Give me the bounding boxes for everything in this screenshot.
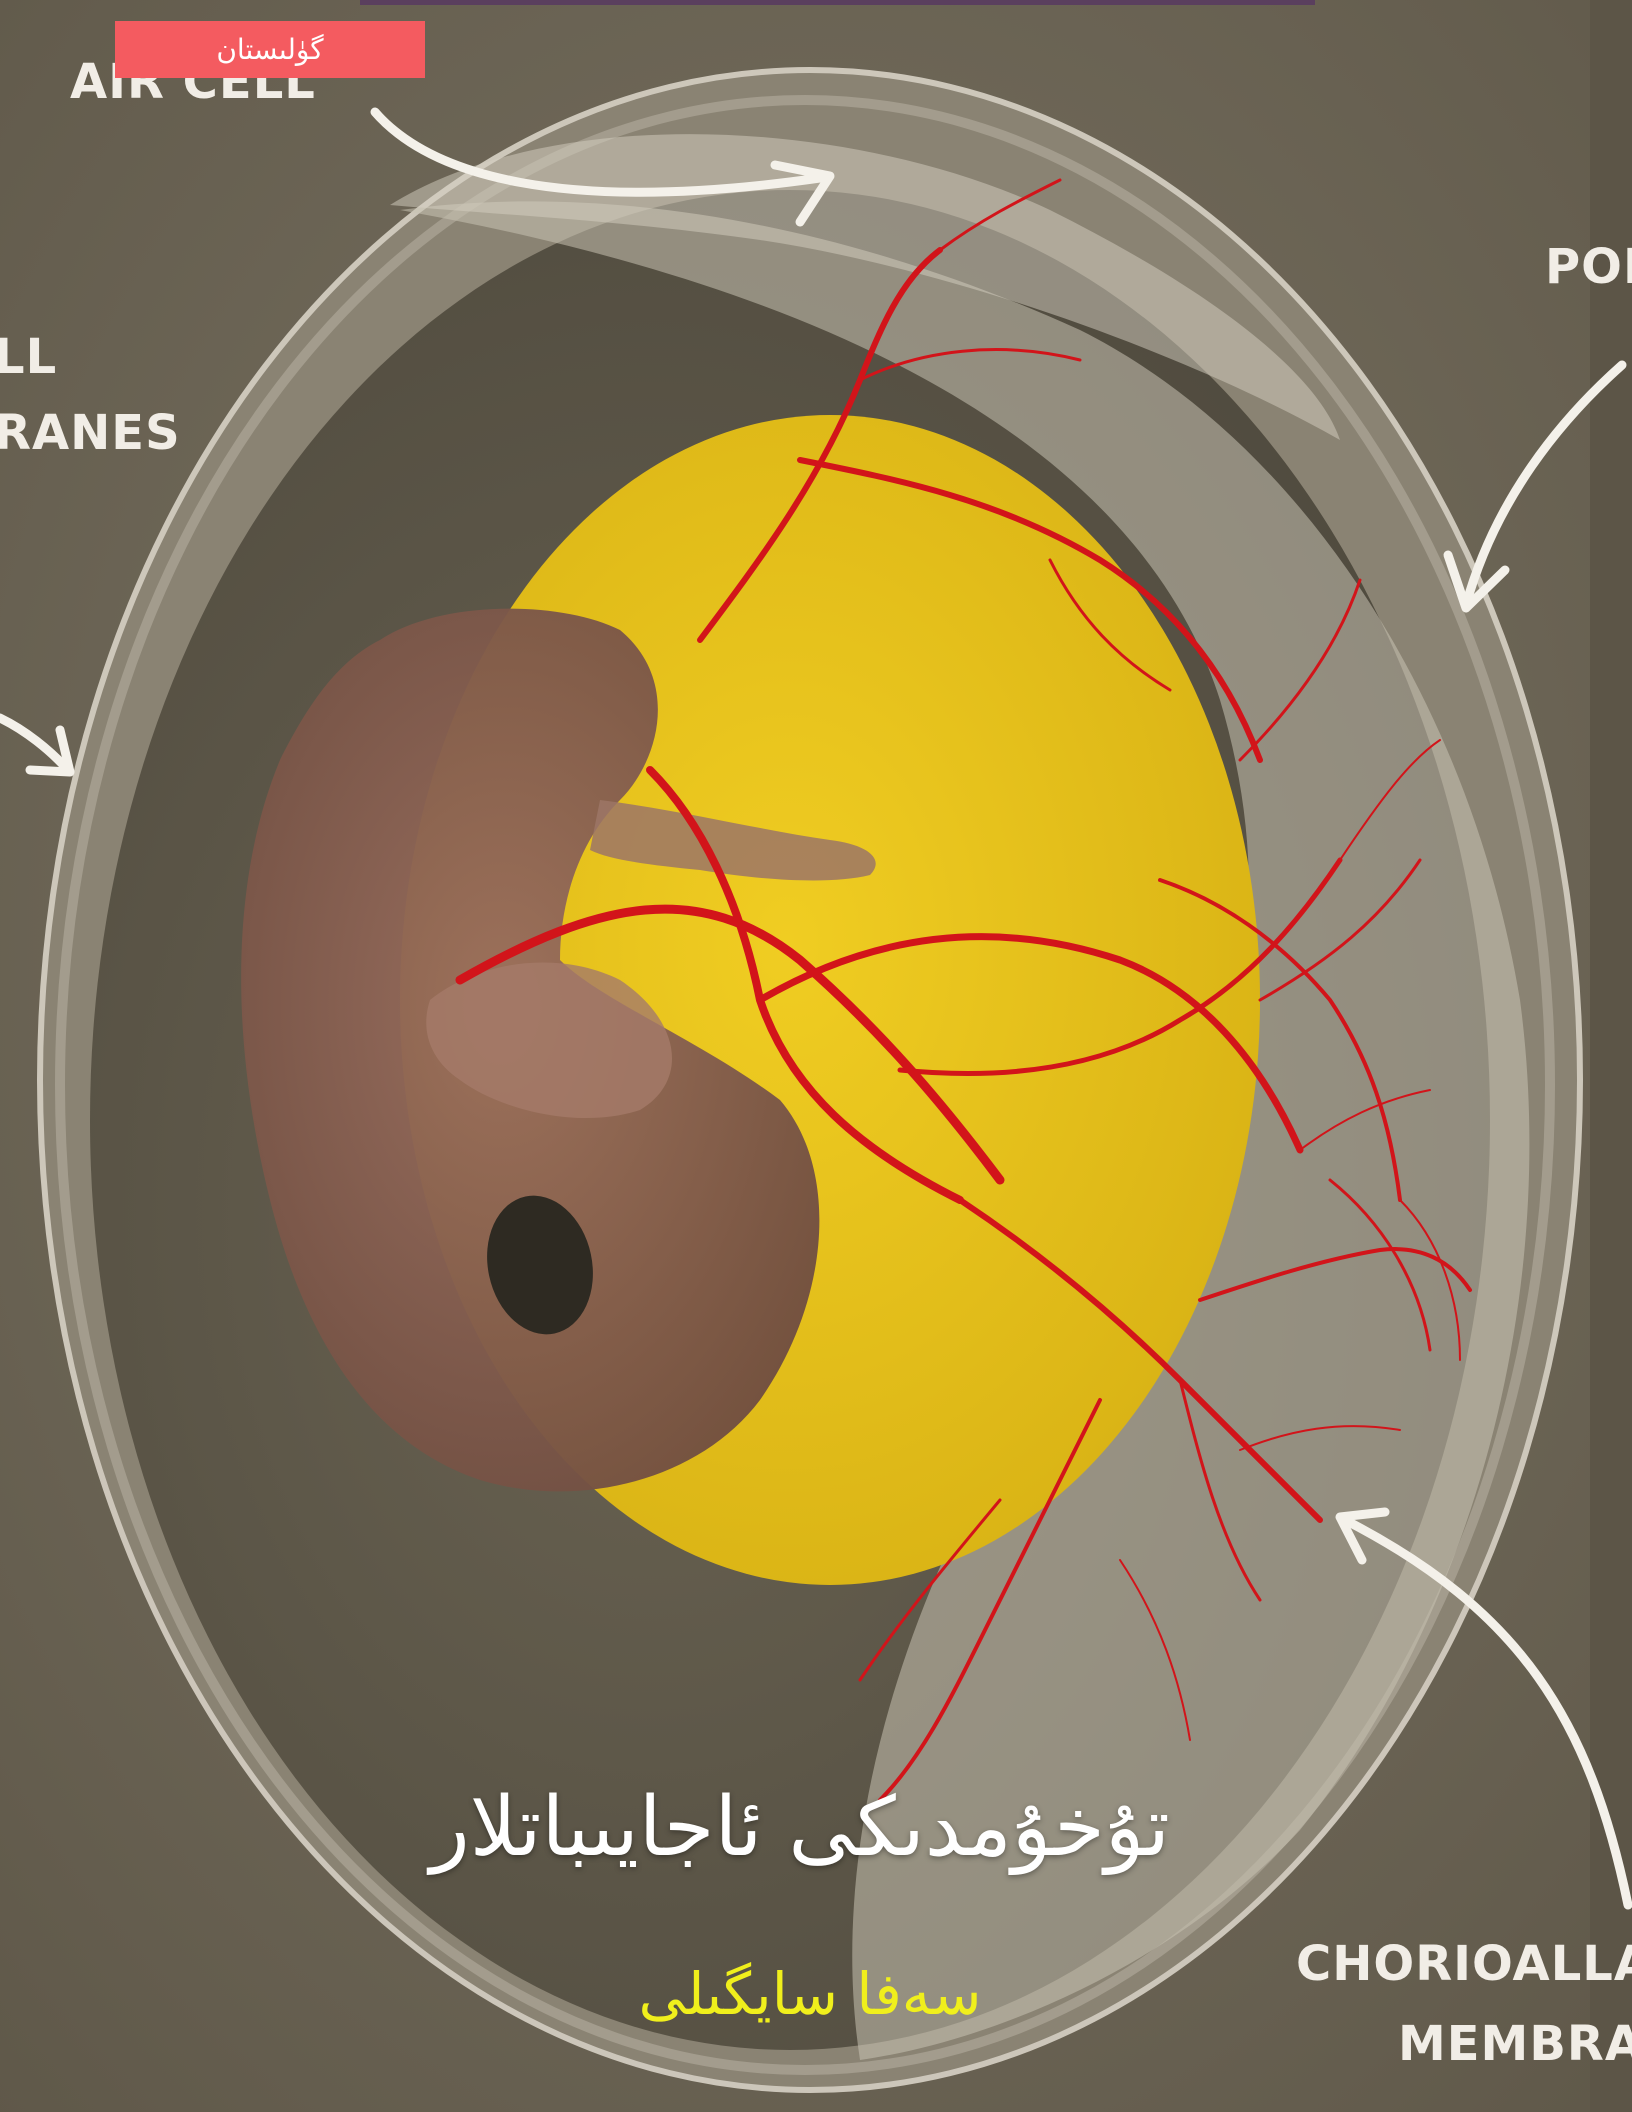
label-chorioallantoic-line1: CHORIOALLAI bbox=[1296, 1940, 1632, 1988]
main-title: تۇخۇمدىكى ئاجايىباتلار bbox=[440, 1780, 1170, 1875]
label-shell-membranes-line2: RANES bbox=[0, 409, 181, 457]
top-strip bbox=[360, 0, 1315, 5]
channel-badge-text: گۈلىستان bbox=[216, 33, 323, 66]
label-shell-membranes-line1: LL bbox=[0, 333, 57, 381]
author-name: سەفا سايگىلى bbox=[580, 1960, 1040, 2028]
label-pore: POI bbox=[1545, 243, 1632, 291]
label-chorioallantoic-line2: MEMBRAI bbox=[1398, 2020, 1632, 2068]
channel-badge: گۈلىستان bbox=[115, 21, 425, 78]
